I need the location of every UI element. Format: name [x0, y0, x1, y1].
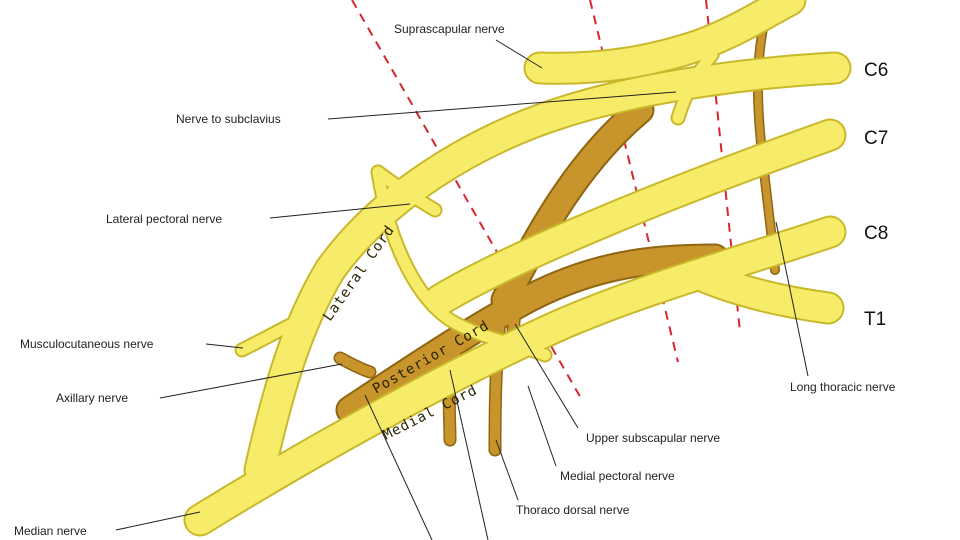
upper-trunk-junction: [684, 66, 741, 96]
label-nerve-to-subclavius: Nerve to subclavius: [176, 112, 281, 126]
label-long-thoracic-nerve: Long thoracic nerve: [790, 380, 896, 394]
lateral-pectoral-branch: [372, 166, 441, 216]
leader-musculocutaneous: [205, 343, 244, 349]
root-label-t1: T1: [864, 309, 886, 330]
leader-lines: [115, 39, 809, 540]
t1-root: [685, 260, 843, 323]
label-axillary-nerve: Axillary nerve: [56, 391, 128, 405]
nerve-fills: [185, 0, 850, 535]
label-median-nerve: Median nerve: [14, 524, 87, 538]
leader-suprascapular: [495, 39, 543, 69]
leader-lateral-pectoral: [269, 203, 411, 219]
root-labels: C6 C7 C8 T1: [864, 60, 888, 330]
label-medial-pectoral-nerve: Medial pectoral nerve: [560, 469, 675, 483]
root-label-c7: C7: [864, 128, 888, 149]
label-upper-subscapular-nerve: Upper subscapular nerve: [586, 431, 720, 445]
upper-subscapular-branch: [508, 305, 520, 335]
axillary-nerve-branch: [335, 353, 375, 377]
label-musculocutaneous-nerve: Musculocutaneous nerve: [20, 337, 154, 351]
leader-long-thoracic: [775, 221, 809, 377]
root-label-c6: C6: [864, 60, 888, 81]
c8-root-to-medial-cord: [185, 217, 845, 535]
label-thoracodorsal-nerve: Thoraco dorsal nerve: [516, 503, 630, 517]
posterior-cord: [337, 245, 728, 423]
label-suprascapular-nerve: Suprascapular nerve: [394, 22, 505, 36]
root-label-c8: C8: [864, 223, 888, 244]
nerve-labels: Suprascapular nerve Nerve to subclavius …: [14, 22, 896, 538]
suprascapular-nerve-trunk: [525, 0, 805, 83]
leader-median: [115, 511, 201, 531]
leader-upper-subscapular: [514, 323, 579, 429]
leader-lower-branch-1: [364, 394, 433, 540]
c7-root-trunk: [425, 120, 845, 315]
leader-subclavius: [327, 91, 677, 120]
lateral-pectoral-loop: [372, 166, 551, 361]
musculocutaneous-branch: [236, 314, 306, 356]
leader-axillary: [159, 363, 343, 399]
label-lateral-pectoral-nerve: Lateral pectoral nerve: [106, 212, 222, 226]
leader-lower-branch-2: [449, 369, 489, 540]
leader-medial-pectoral: [527, 385, 557, 467]
leader-thoracodorsal: [495, 439, 519, 501]
